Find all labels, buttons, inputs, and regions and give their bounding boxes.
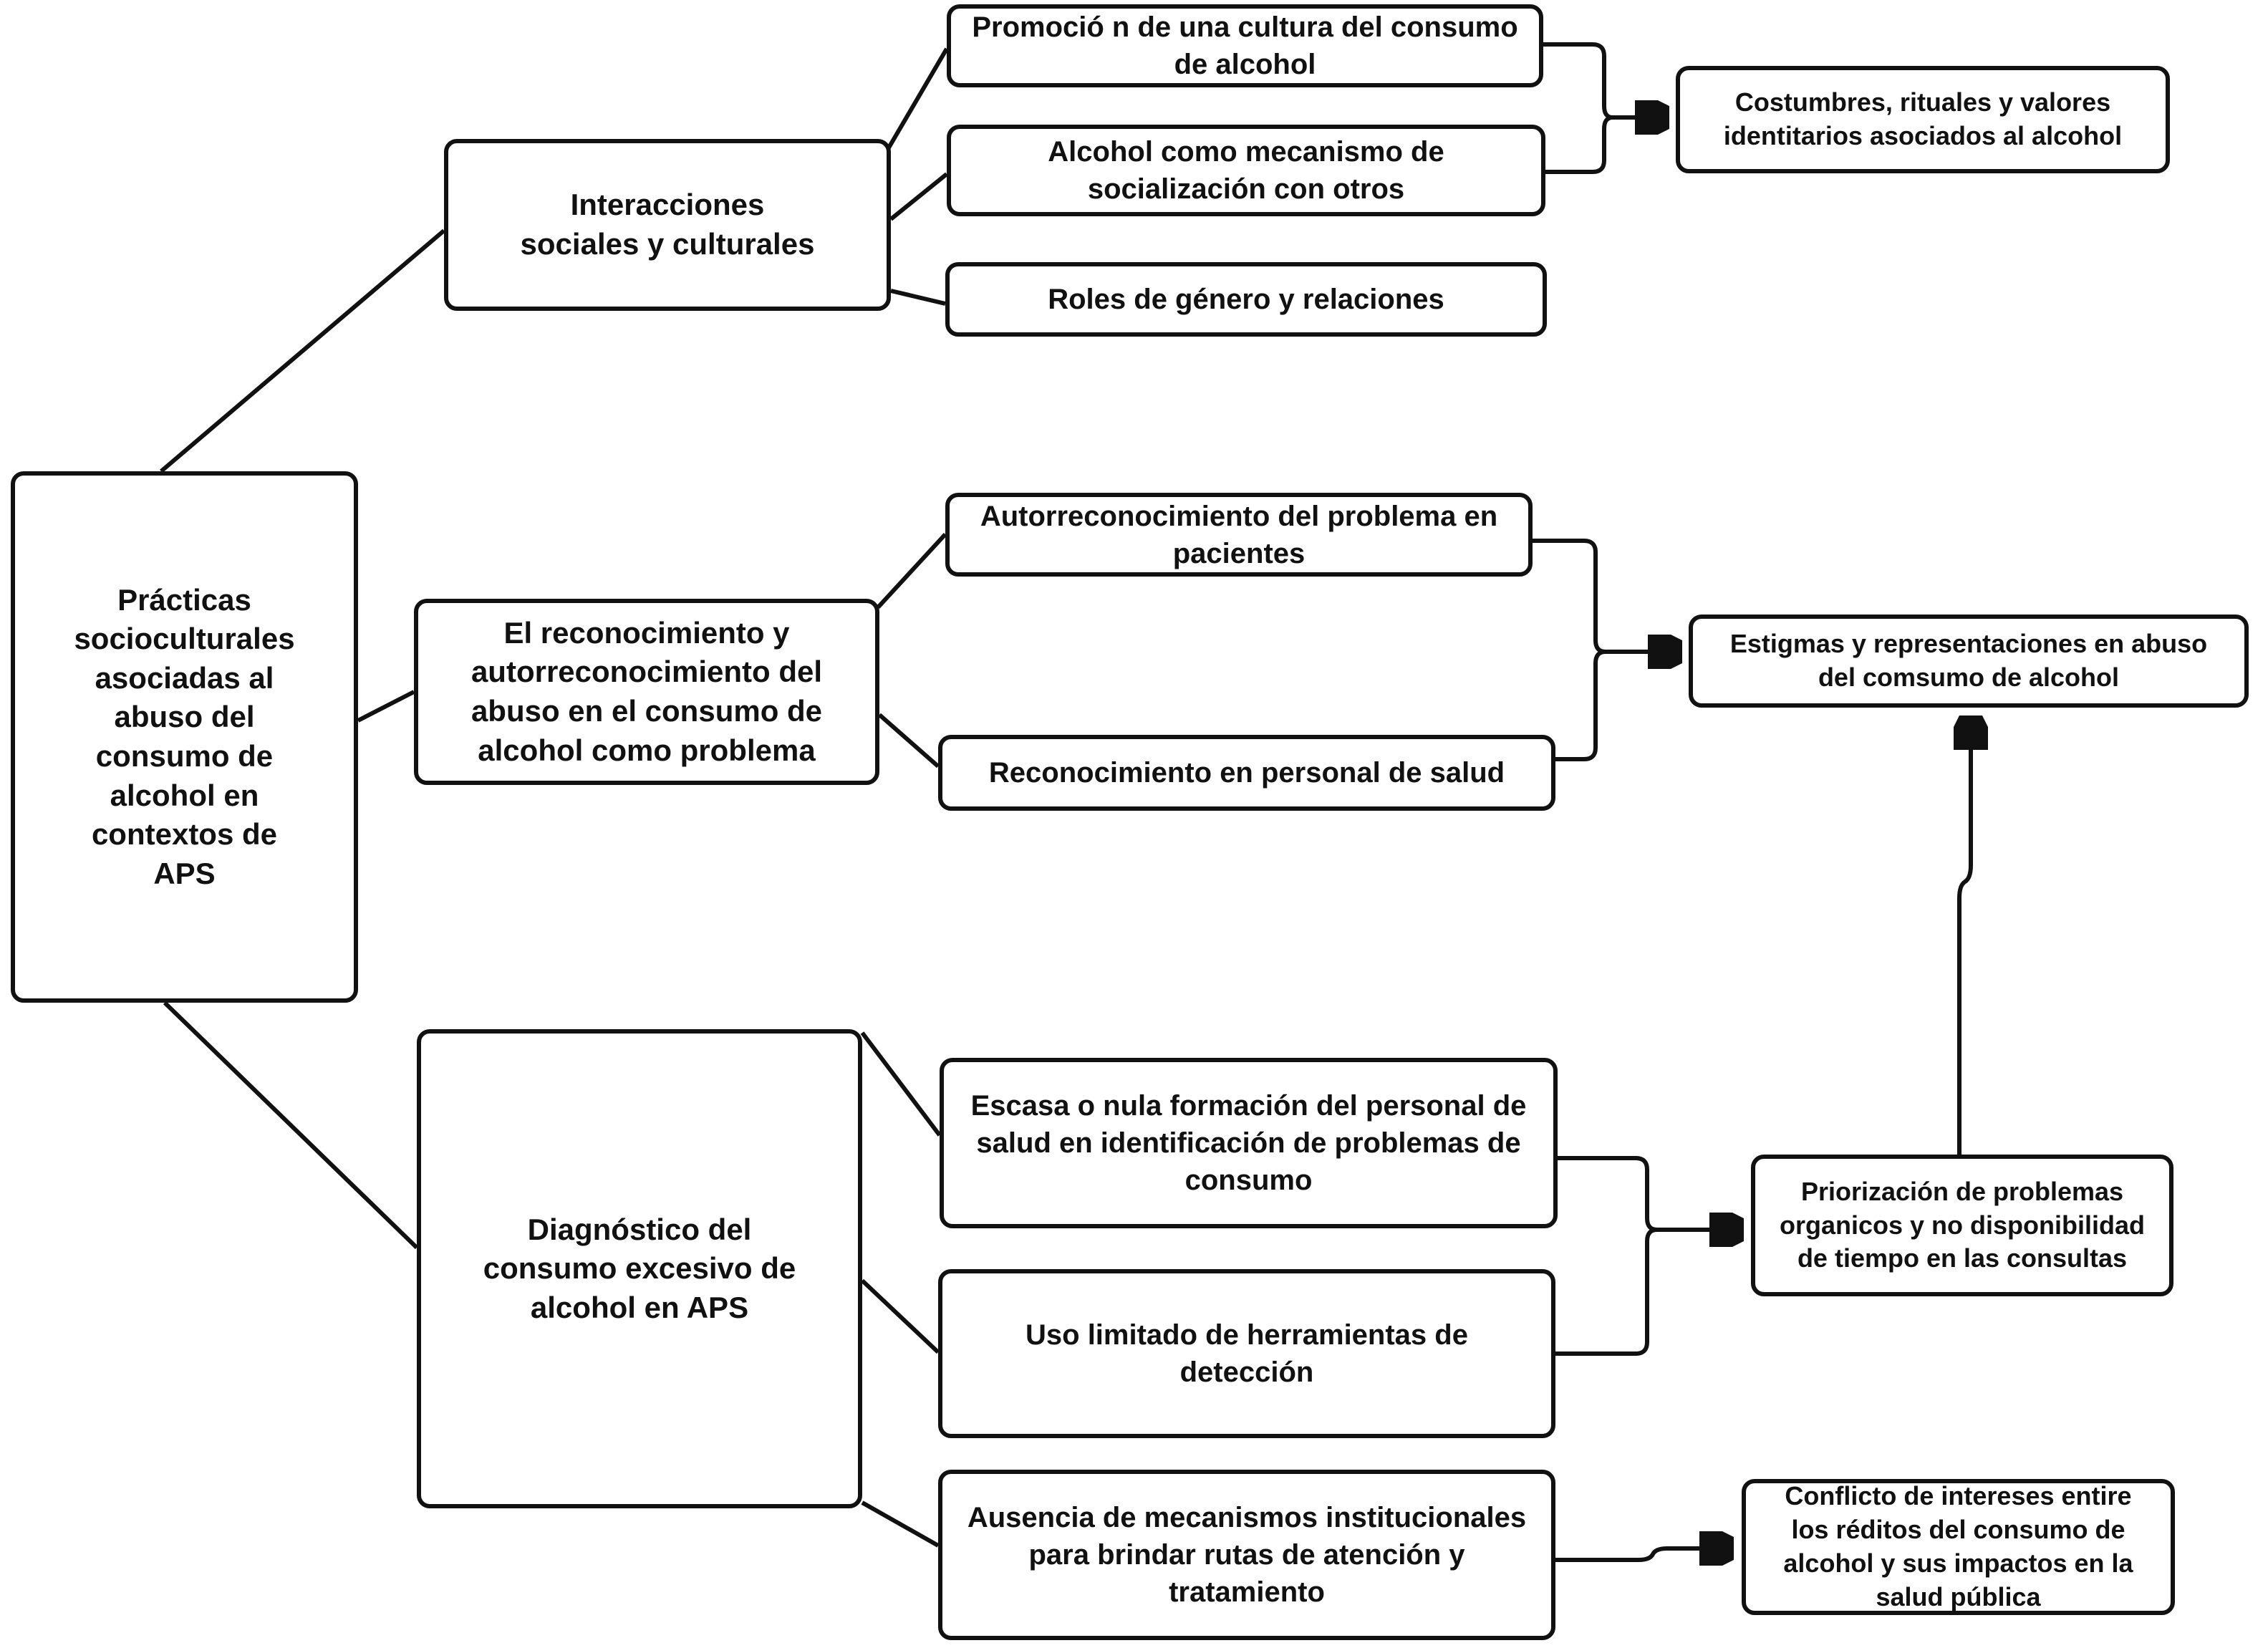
edge-alcohol-merge xyxy=(1545,115,1613,174)
edge-promocion-merge xyxy=(1543,42,1613,120)
edge-reconocimiento-personal-salud xyxy=(878,713,940,768)
node-interacciones-sociales: Interacciones sociales y culturales xyxy=(444,139,891,311)
arrow-ausencia-conflicto xyxy=(1555,1548,1730,1560)
node-root: Prácticas socioculturales asociadas al a… xyxy=(11,471,358,1003)
edge-root-interacciones xyxy=(160,228,445,473)
edge-escasa-merge xyxy=(1558,1156,1658,1232)
node-diagnostico-consumo: Diagnóstico del consumo excesivo de alco… xyxy=(417,1029,862,1508)
node-autorreconocimiento-pacientes: Autorreconocimiento del problema en paci… xyxy=(945,493,1533,577)
edge-reconocimiento-autorreconocimiento xyxy=(876,532,947,609)
edge-interacciones-alcohol xyxy=(889,172,948,221)
edge-interacciones-roles xyxy=(890,289,946,306)
node-alcohol-socializacion: Alcohol como mecanismo de socialización … xyxy=(947,125,1545,216)
edge-diagnostico-ausencia xyxy=(861,1500,940,1548)
edge-root-reconocimiento xyxy=(357,690,415,723)
node-costumbres-rituales: Costumbres, rituales y valores identitar… xyxy=(1676,66,2170,173)
node-promocion-cultura: Promoció n de una cultura del consumo de… xyxy=(947,4,1543,87)
arrow-priorizacion-estigmas xyxy=(1959,719,1971,1155)
node-reconocimiento-abuso: El reconocimiento y autorreconocimiento … xyxy=(414,599,879,785)
edge-personal-salud-merge xyxy=(1555,650,1606,761)
node-conflicto-intereses: Conflicto de intereses entire los rédito… xyxy=(1742,1479,2175,1615)
node-uso-limitado-herramientas: Uso limitado de herramientas de detecció… xyxy=(938,1269,1555,1438)
node-roles-genero: Roles de género y relaciones xyxy=(945,262,1547,337)
edge-uso-merge xyxy=(1555,1228,1658,1356)
node-escasa-formacion: Escasa o nula formación del personal de … xyxy=(940,1058,1558,1228)
node-reconocimiento-personal-salud: Reconocimiento en personal de salud xyxy=(938,735,1555,811)
edge-diagnostico-escasa xyxy=(860,1031,942,1137)
node-estigmas-representaciones: Estigmas y representaciones en abuso del… xyxy=(1689,615,2249,708)
edge-diagnostico-uso xyxy=(860,1278,940,1354)
edge-interacciones-promocion xyxy=(886,47,949,150)
node-ausencia-mecanismos: Ausencia de mecanismos institucionales p… xyxy=(938,1470,1555,1640)
edge-autorreconocimiento-merge xyxy=(1533,539,1606,654)
edge-root-diagnostico xyxy=(163,1001,419,1250)
node-priorizacion-problemas: Priorización de problemas organicos y no… xyxy=(1751,1155,2173,1296)
